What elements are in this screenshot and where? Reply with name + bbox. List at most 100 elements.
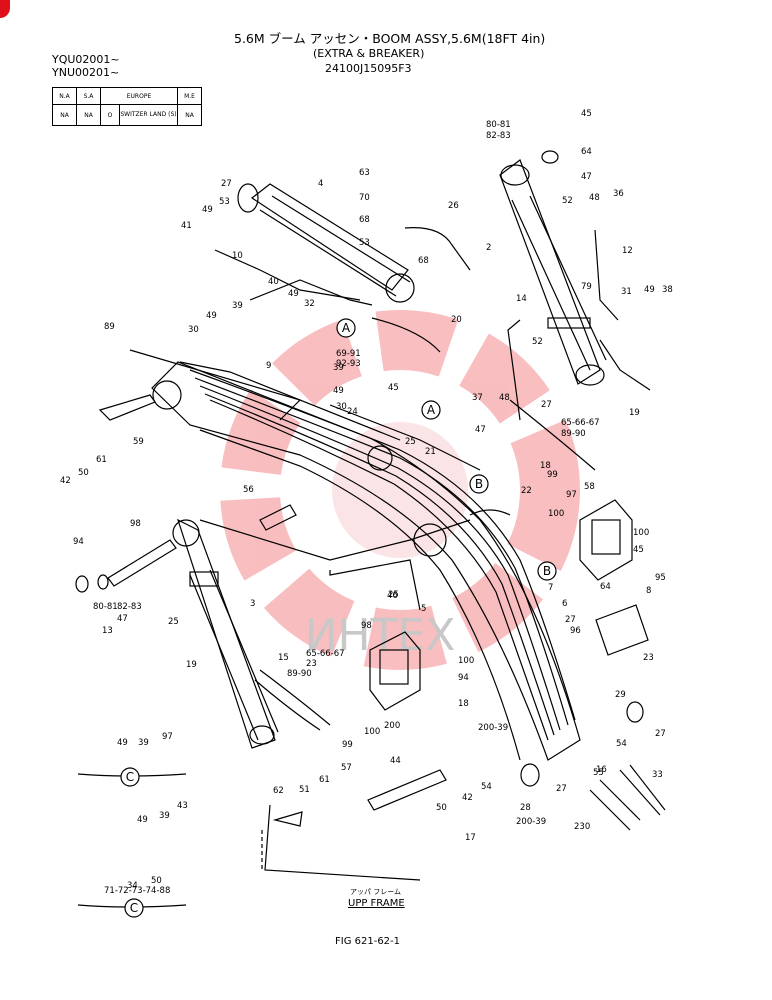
callout-label: 54 xyxy=(481,782,492,792)
arm-cylinder-4 xyxy=(237,183,415,303)
callout-label: 39 xyxy=(138,738,149,748)
callout-label: 32 xyxy=(304,299,315,309)
upp-frame-jp: アッパ フレーム xyxy=(350,888,401,896)
callout-label: 13 xyxy=(102,626,113,636)
callout-label: 42 xyxy=(462,793,473,803)
serial-range-2: YNU00201~ xyxy=(52,66,120,79)
section-marker-circle xyxy=(469,474,489,494)
callout-label: 22 xyxy=(521,486,532,496)
callout-label: 53 xyxy=(359,238,370,248)
boom-200 xyxy=(151,361,581,761)
callout-label: 21 xyxy=(425,447,436,457)
callout-label: 45 xyxy=(581,109,592,119)
callout-label: 19 xyxy=(186,660,197,670)
callout-label: 25 xyxy=(388,590,399,600)
callout-label: 69-91 xyxy=(336,349,361,359)
callout-label: 19 xyxy=(629,408,640,418)
callout-label: 25 xyxy=(168,617,179,627)
callout-label: 25 xyxy=(405,437,416,447)
callout-label: 29 xyxy=(615,690,626,700)
callout-label: 30 xyxy=(336,402,347,412)
section-marker-circle xyxy=(120,767,140,787)
corner-tab xyxy=(0,0,10,18)
callout-label: 64 xyxy=(581,147,592,157)
callout-label: 50 xyxy=(78,468,89,478)
callout-label: 18 xyxy=(458,699,469,709)
callout-label: 48 xyxy=(499,393,510,403)
callout-label: 27 xyxy=(565,615,576,625)
pipe-bundle xyxy=(189,369,576,741)
boom-cylinder-3 xyxy=(172,518,279,749)
callout-label: 50 xyxy=(151,876,162,886)
callout-label: 56 xyxy=(243,485,254,495)
callout-label: 58 xyxy=(584,482,595,492)
callout-label: 37 xyxy=(472,393,483,403)
callout-label: 61 xyxy=(96,455,107,465)
region-table: N.A S.A EUROPE M.E NA NA O SWITZER LAND … xyxy=(52,87,202,126)
callout-label: 27 xyxy=(541,400,552,410)
callout-label: 80-81 xyxy=(486,120,511,130)
callout-label: 79 xyxy=(581,282,592,292)
callout-label: 200-39 xyxy=(478,723,508,733)
section-marker: C xyxy=(120,767,140,787)
callout-label: 49 xyxy=(117,738,128,748)
callout-label: 97 xyxy=(566,490,577,500)
callout-label: 71-72-73-74-88 xyxy=(104,886,170,896)
callout-label: 54 xyxy=(616,739,627,749)
callout-label: 89-90 xyxy=(287,669,312,679)
callout-label: 39 xyxy=(159,811,170,821)
callout-label: 49 xyxy=(202,205,213,215)
callout-label: 63 xyxy=(359,168,370,178)
callout-label: 94 xyxy=(73,537,84,547)
region-value-sa: NA xyxy=(76,104,101,126)
section-marker: B xyxy=(537,561,557,581)
callout-label: 15 xyxy=(278,653,289,663)
callout-label: 17 xyxy=(465,833,476,843)
callout-label: 23 xyxy=(306,659,317,669)
callout-label: 62 xyxy=(273,786,284,796)
callout-label: 2 xyxy=(486,243,491,253)
callout-label: 41 xyxy=(181,221,192,231)
callout-label: 44 xyxy=(390,756,401,766)
switzerland-label: SWITZER LAND xyxy=(120,111,167,118)
callout-label: 7 xyxy=(548,583,553,593)
callout-label: 27 xyxy=(221,179,232,189)
callout-label: 92-93 xyxy=(336,359,361,369)
callout-label: 70 xyxy=(359,193,370,203)
callout-label: 9 xyxy=(266,361,271,371)
callout-label: 48 xyxy=(589,193,600,203)
callout-label: 45 xyxy=(388,383,399,393)
callout-label: 53 xyxy=(219,197,230,207)
part-number: 24100J15095F3 xyxy=(325,62,412,75)
callout-label: 98 xyxy=(361,621,372,631)
callout-label: 57 xyxy=(341,763,352,773)
callout-label: 98 xyxy=(130,519,141,529)
section-marker-circle xyxy=(124,898,144,918)
callout-label: 95 xyxy=(655,573,666,583)
callout-label: 65-66-67 xyxy=(306,649,345,659)
section-marker: B xyxy=(469,474,489,494)
callout-label: 68 xyxy=(418,256,429,266)
callout-label: 49 xyxy=(206,311,217,321)
callout-label: 6 xyxy=(562,599,567,609)
callout-label: 46 xyxy=(387,591,398,601)
callout-label: 50 xyxy=(436,803,447,813)
switzerland-code: (S) xyxy=(168,111,177,118)
callout-label: 47 xyxy=(117,614,128,624)
callout-label: 31 xyxy=(621,287,632,297)
callout-label: 51 xyxy=(299,785,310,795)
boom-cylinder-2 xyxy=(499,159,607,386)
callout-label: 40 xyxy=(268,277,279,287)
callout-label: 200-39 xyxy=(516,817,546,827)
callout-label: 55 xyxy=(593,768,604,778)
section-marker-circle xyxy=(421,400,441,420)
callout-label: 99 xyxy=(342,740,353,750)
callout-label: 94 xyxy=(458,673,469,683)
callout-label: 200 xyxy=(384,721,400,731)
diagram-title: 5.6M ブーム アッセン・BOOM ASSY,5.6M(18FT 4in) xyxy=(234,31,546,46)
callout-label: 36 xyxy=(613,189,624,199)
callout-label: 26 xyxy=(448,201,459,211)
